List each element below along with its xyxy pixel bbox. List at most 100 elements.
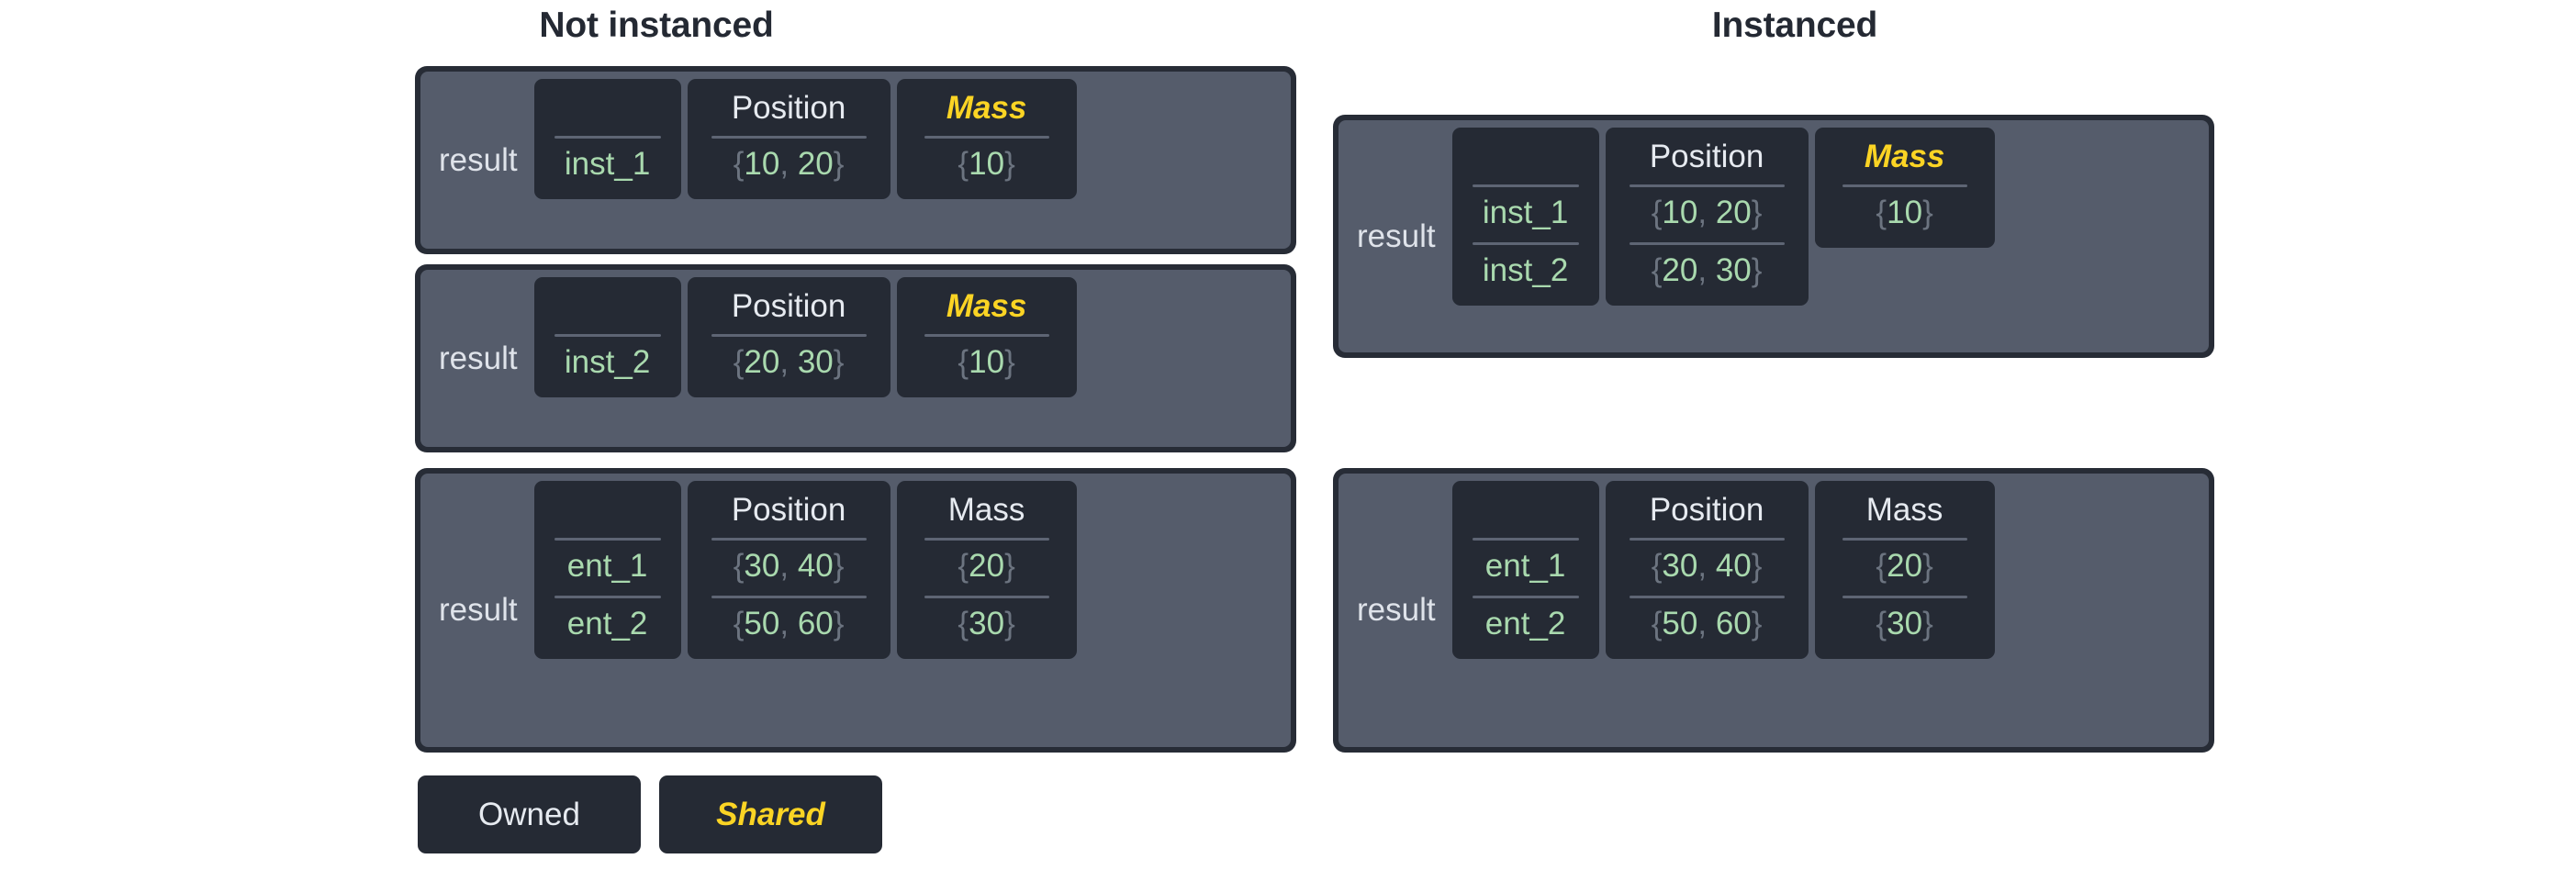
value-glyph: 0 [986,146,1005,182]
column-divider [1472,538,1579,541]
value-glyph: 0 [1733,548,1752,584]
cell-position-2: {50, 60} [688,598,890,650]
column-header-position: Position [731,90,846,126]
value-glyph: 0 [761,548,780,584]
value-glyph: 3 [797,344,816,380]
column-divider [554,334,661,337]
brace-glyph: { [733,606,745,641]
value-glyph: 2 [1662,252,1680,288]
column-header-position: Position [1649,139,1764,174]
column-divider [554,596,661,598]
value-glyph: 3 [1887,606,1905,641]
column-divider [1629,596,1785,598]
cell-position-1: {10, 20} [688,139,890,190]
value-glyph: 6 [1715,606,1734,641]
legend: Owned Shared [418,775,882,853]
value-glyph: 3 [744,548,762,584]
heading-not-instanced: Not instanced [539,6,774,45]
column-mass: Mass{20}{30} [1814,481,1995,659]
value-glyph: 0 [1733,195,1752,230]
cell-name-2: ent_2 [566,606,648,641]
column-mass: Mass {10} [1814,128,1995,248]
cell-position-1: {20, 30} [688,337,890,388]
brace-glyph: } [1751,606,1763,641]
brace-glyph: } [833,344,845,380]
value-glyph: 2 [1887,548,1905,584]
cell-name-2: inst_2 [1482,252,1569,288]
column-header-name [1452,133,1599,181]
value-glyph: 0 [815,344,834,380]
column-divider [711,596,867,598]
brace-glyph: { [1651,195,1663,230]
comma-glyph: , [1697,195,1708,230]
value-glyph: 2 [797,146,816,182]
column-header-name [534,283,681,330]
value-glyph: 4 [1715,548,1734,584]
cell-name-1: inst_1 [564,146,651,182]
column-divider [711,538,867,541]
column-divider [1842,538,1967,541]
brace-glyph: { [958,606,969,641]
column-divider [1472,242,1579,245]
column-divider [1472,596,1579,598]
value-glyph [1707,252,1716,288]
value-glyph: 1 [969,146,987,182]
value-glyph: 0 [986,606,1005,641]
column-divider [1842,184,1967,187]
value-glyph [789,548,798,584]
owner-label: result [1357,592,1436,628]
cell-name-1: inst_2 [564,344,651,380]
cell-mass-1: {10} [897,337,1077,388]
value-glyph [789,606,798,641]
brace-glyph: { [1876,195,1887,230]
value-glyph: 3 [969,606,987,641]
column-divider [1629,538,1785,541]
brace-glyph: } [1922,195,1933,230]
brace-glyph: { [958,344,969,380]
value-glyph: 0 [1679,548,1698,584]
column-header-mass: Mass [1864,139,1945,174]
value-glyph [1707,548,1716,584]
value-glyph: 0 [815,548,834,584]
value-glyph: 2 [969,548,987,584]
column-header-name [534,84,681,132]
cell-position-1: {30, 40} [1606,541,1809,592]
column-header-mass: Mass [1865,492,1943,528]
column-mass: Mass{10} [896,277,1077,397]
comma-glyph: , [1697,606,1708,641]
column-divider [1472,184,1579,187]
value-glyph: 1 [1887,195,1905,230]
column-position: Position{10, 20}{20, 30} [1605,128,1809,306]
brace-glyph: { [1651,252,1663,288]
column-divider [711,136,867,139]
brace-glyph: } [1751,548,1763,584]
cell-mass-1: {10} [1815,187,1995,239]
value-glyph: 0 [986,548,1005,584]
value-glyph: 1 [744,146,762,182]
brace-glyph: } [1004,606,1015,641]
comma-glyph: , [779,146,790,182]
value-glyph [789,344,798,380]
brace-glyph: { [1651,548,1663,584]
heading-instanced: Instanced [1711,6,1878,45]
column-divider [1842,596,1967,598]
value-glyph: 0 [761,344,780,380]
column-mass: Mass{10} [896,79,1077,199]
brace-glyph: } [1922,548,1933,584]
owner-label: result [439,340,518,376]
cell-name-1: ent_1 [566,548,648,584]
cell-mass-1: {10} [897,139,1077,190]
value-glyph: 0 [815,606,834,641]
